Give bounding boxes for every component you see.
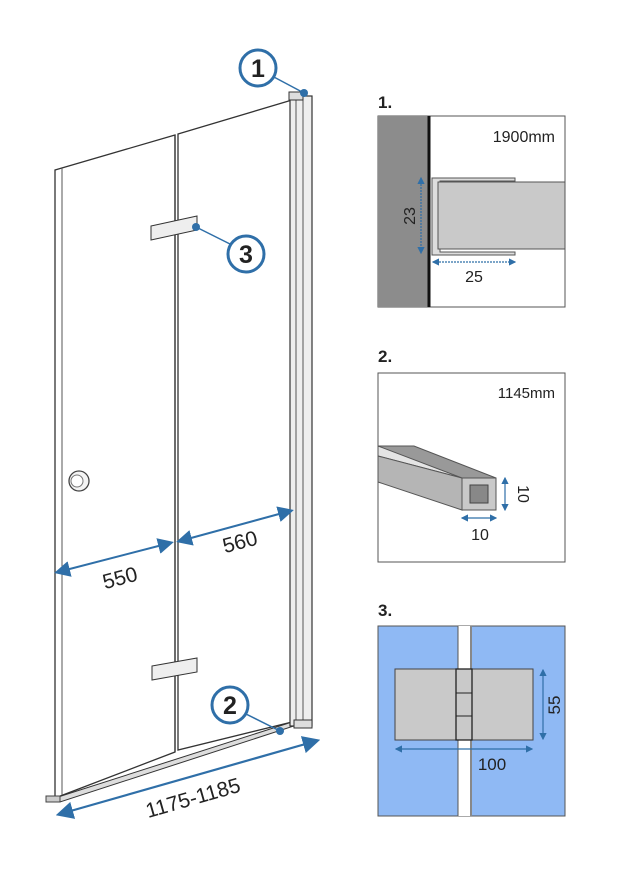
detail-2-width: 10 [471,527,489,544]
hinge-bottom [151,657,198,681]
door-main-view: 550 560 1175-1185 1 3 2 [45,48,321,823]
detail-2-title: 1145mm [498,385,555,402]
detail-3-label: 3. [378,601,392,620]
callout-1-label: 1 [251,55,265,83]
detail-3-hinge: 3. 55 100 [377,601,566,817]
detail-1-title: 1900mm [493,129,555,146]
callout-3-label: 3 [239,241,253,269]
detail-1-width: 25 [465,269,483,286]
detail-3-height: 55 [545,696,564,715]
wall-profile [288,91,313,729]
total-width-dimension: 1175-1185 [143,774,243,823]
detail-1-wall-profile: 1. 1900mm 23 25 [377,93,566,308]
callout-1 [238,48,278,88]
detail-1-height: 23 [402,207,419,225]
detail-1-label: 1. [378,93,392,112]
callout-3 [226,234,266,274]
detail-2-bottom-profile: 2. 1145mm 10 10 [377,347,566,563]
right-glass-panel [177,99,293,751]
detail-3-width: 100 [478,755,506,774]
callout-2 [210,685,250,725]
callout-2-label: 2 [223,692,237,720]
detail-2-height: 10 [514,485,531,503]
detail-2-label: 2. [378,347,392,366]
